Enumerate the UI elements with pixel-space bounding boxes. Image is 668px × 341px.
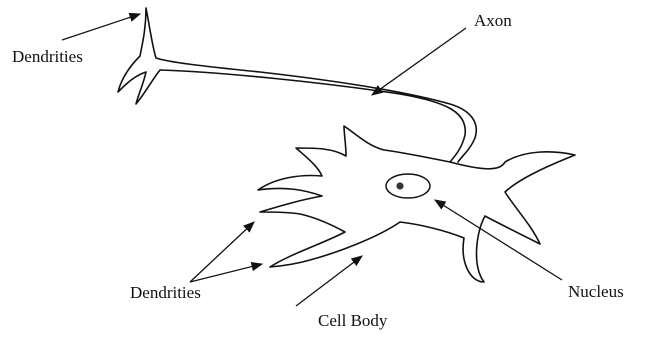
label-cell-body: Cell Body <box>318 311 388 330</box>
arrow-axon <box>372 28 466 95</box>
arrow-dendrites-bottom-1 <box>190 222 254 282</box>
axon-outline <box>118 8 476 162</box>
label-dendrites-top: Dendrities <box>12 47 83 66</box>
label-nucleus: Nucleus <box>568 282 624 301</box>
nucleolus-dot <box>396 182 403 189</box>
arrow-cell-body <box>296 256 362 306</box>
arrow-dendrites-bottom-2 <box>190 264 262 282</box>
label-dendrites-bottom: Dendrities <box>130 283 201 302</box>
arrow-nucleus <box>435 200 562 280</box>
label-axon: Axon <box>474 11 512 30</box>
arrow-dendrites-top <box>62 14 140 40</box>
nucleus-outline <box>386 174 430 198</box>
